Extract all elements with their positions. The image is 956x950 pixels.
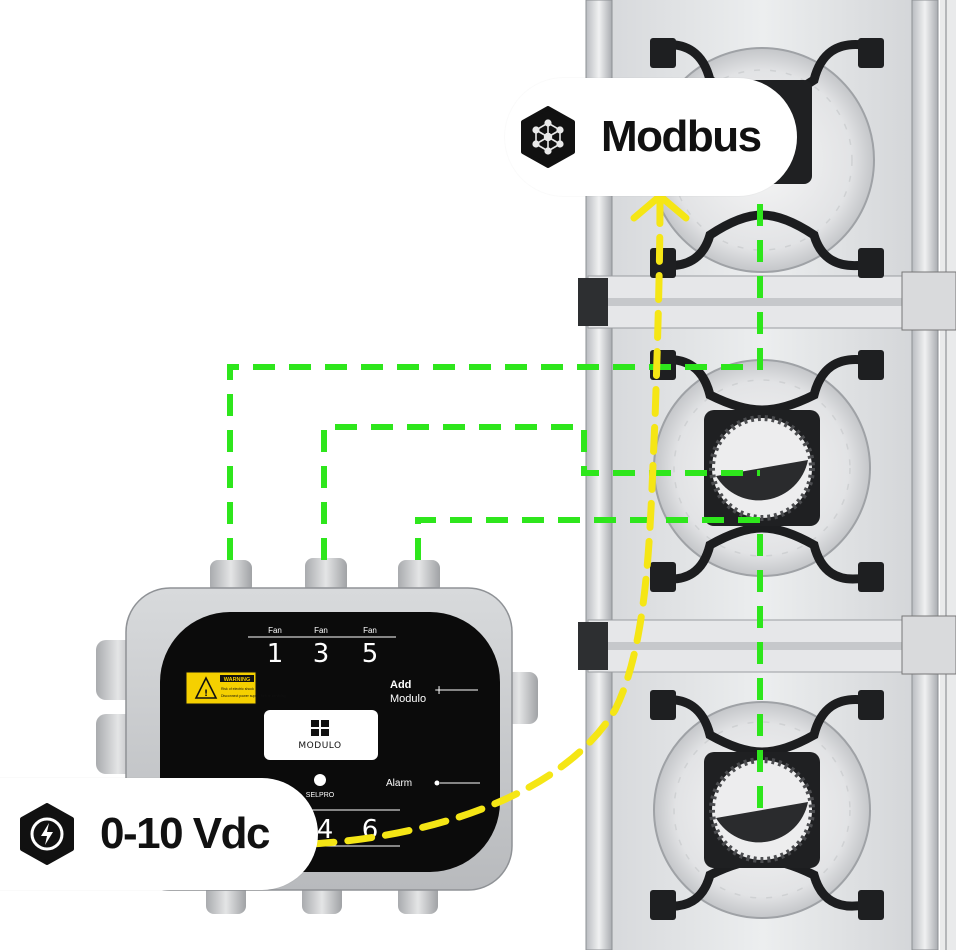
bolt-hex-icon [16, 803, 78, 865]
vdc-connection-line [306, 191, 690, 848]
modulo-logo-icon [311, 720, 329, 736]
fan1-wire [227, 186, 763, 560]
warning-sticker: ! WARNING Risk of electric shock Disconn… [185, 671, 286, 705]
vdc-label: 0-10 Vdc [100, 809, 270, 858]
top-cable-glands [210, 558, 440, 594]
right-rail [911, 0, 939, 950]
modbus-connection-lines [227, 186, 763, 810]
fan-number-5: 5 [362, 639, 379, 669]
bottom-number-4: 4 [317, 815, 334, 845]
fan5-wire [415, 517, 763, 810]
add-title: Add [390, 679, 411, 691]
modbus-label: Modbus [601, 112, 762, 161]
add-subtitle: Modulo [390, 693, 426, 705]
fan3-wire [321, 424, 760, 560]
brand-name: MODULO [298, 741, 341, 751]
warning-line-1: Risk of electric shock [221, 687, 254, 691]
fan-number-3: 3 [313, 639, 330, 669]
fan-number-1: 1 [267, 639, 284, 669]
fan-label-1: Fan [268, 626, 282, 635]
fan-label-3: Fan [314, 626, 328, 635]
alarm-label: Alarm [386, 778, 412, 789]
selpro-logo-icon [314, 774, 326, 786]
vdc-label-pill: 0-10 Vdc [0, 778, 318, 890]
warning-title: WARNING [224, 677, 251, 683]
fan-module-bottom [650, 690, 884, 920]
modbus-label-pill: Modbus [505, 78, 797, 196]
maker-name: SELPRO [306, 792, 335, 799]
svg-text:!: ! [204, 689, 208, 699]
warning-line-2: Disconnect power supply before servicing [221, 694, 286, 698]
svg-text:+: + [434, 683, 444, 697]
fan-label-5: Fan [363, 626, 377, 635]
network-hex-icon [517, 106, 579, 168]
